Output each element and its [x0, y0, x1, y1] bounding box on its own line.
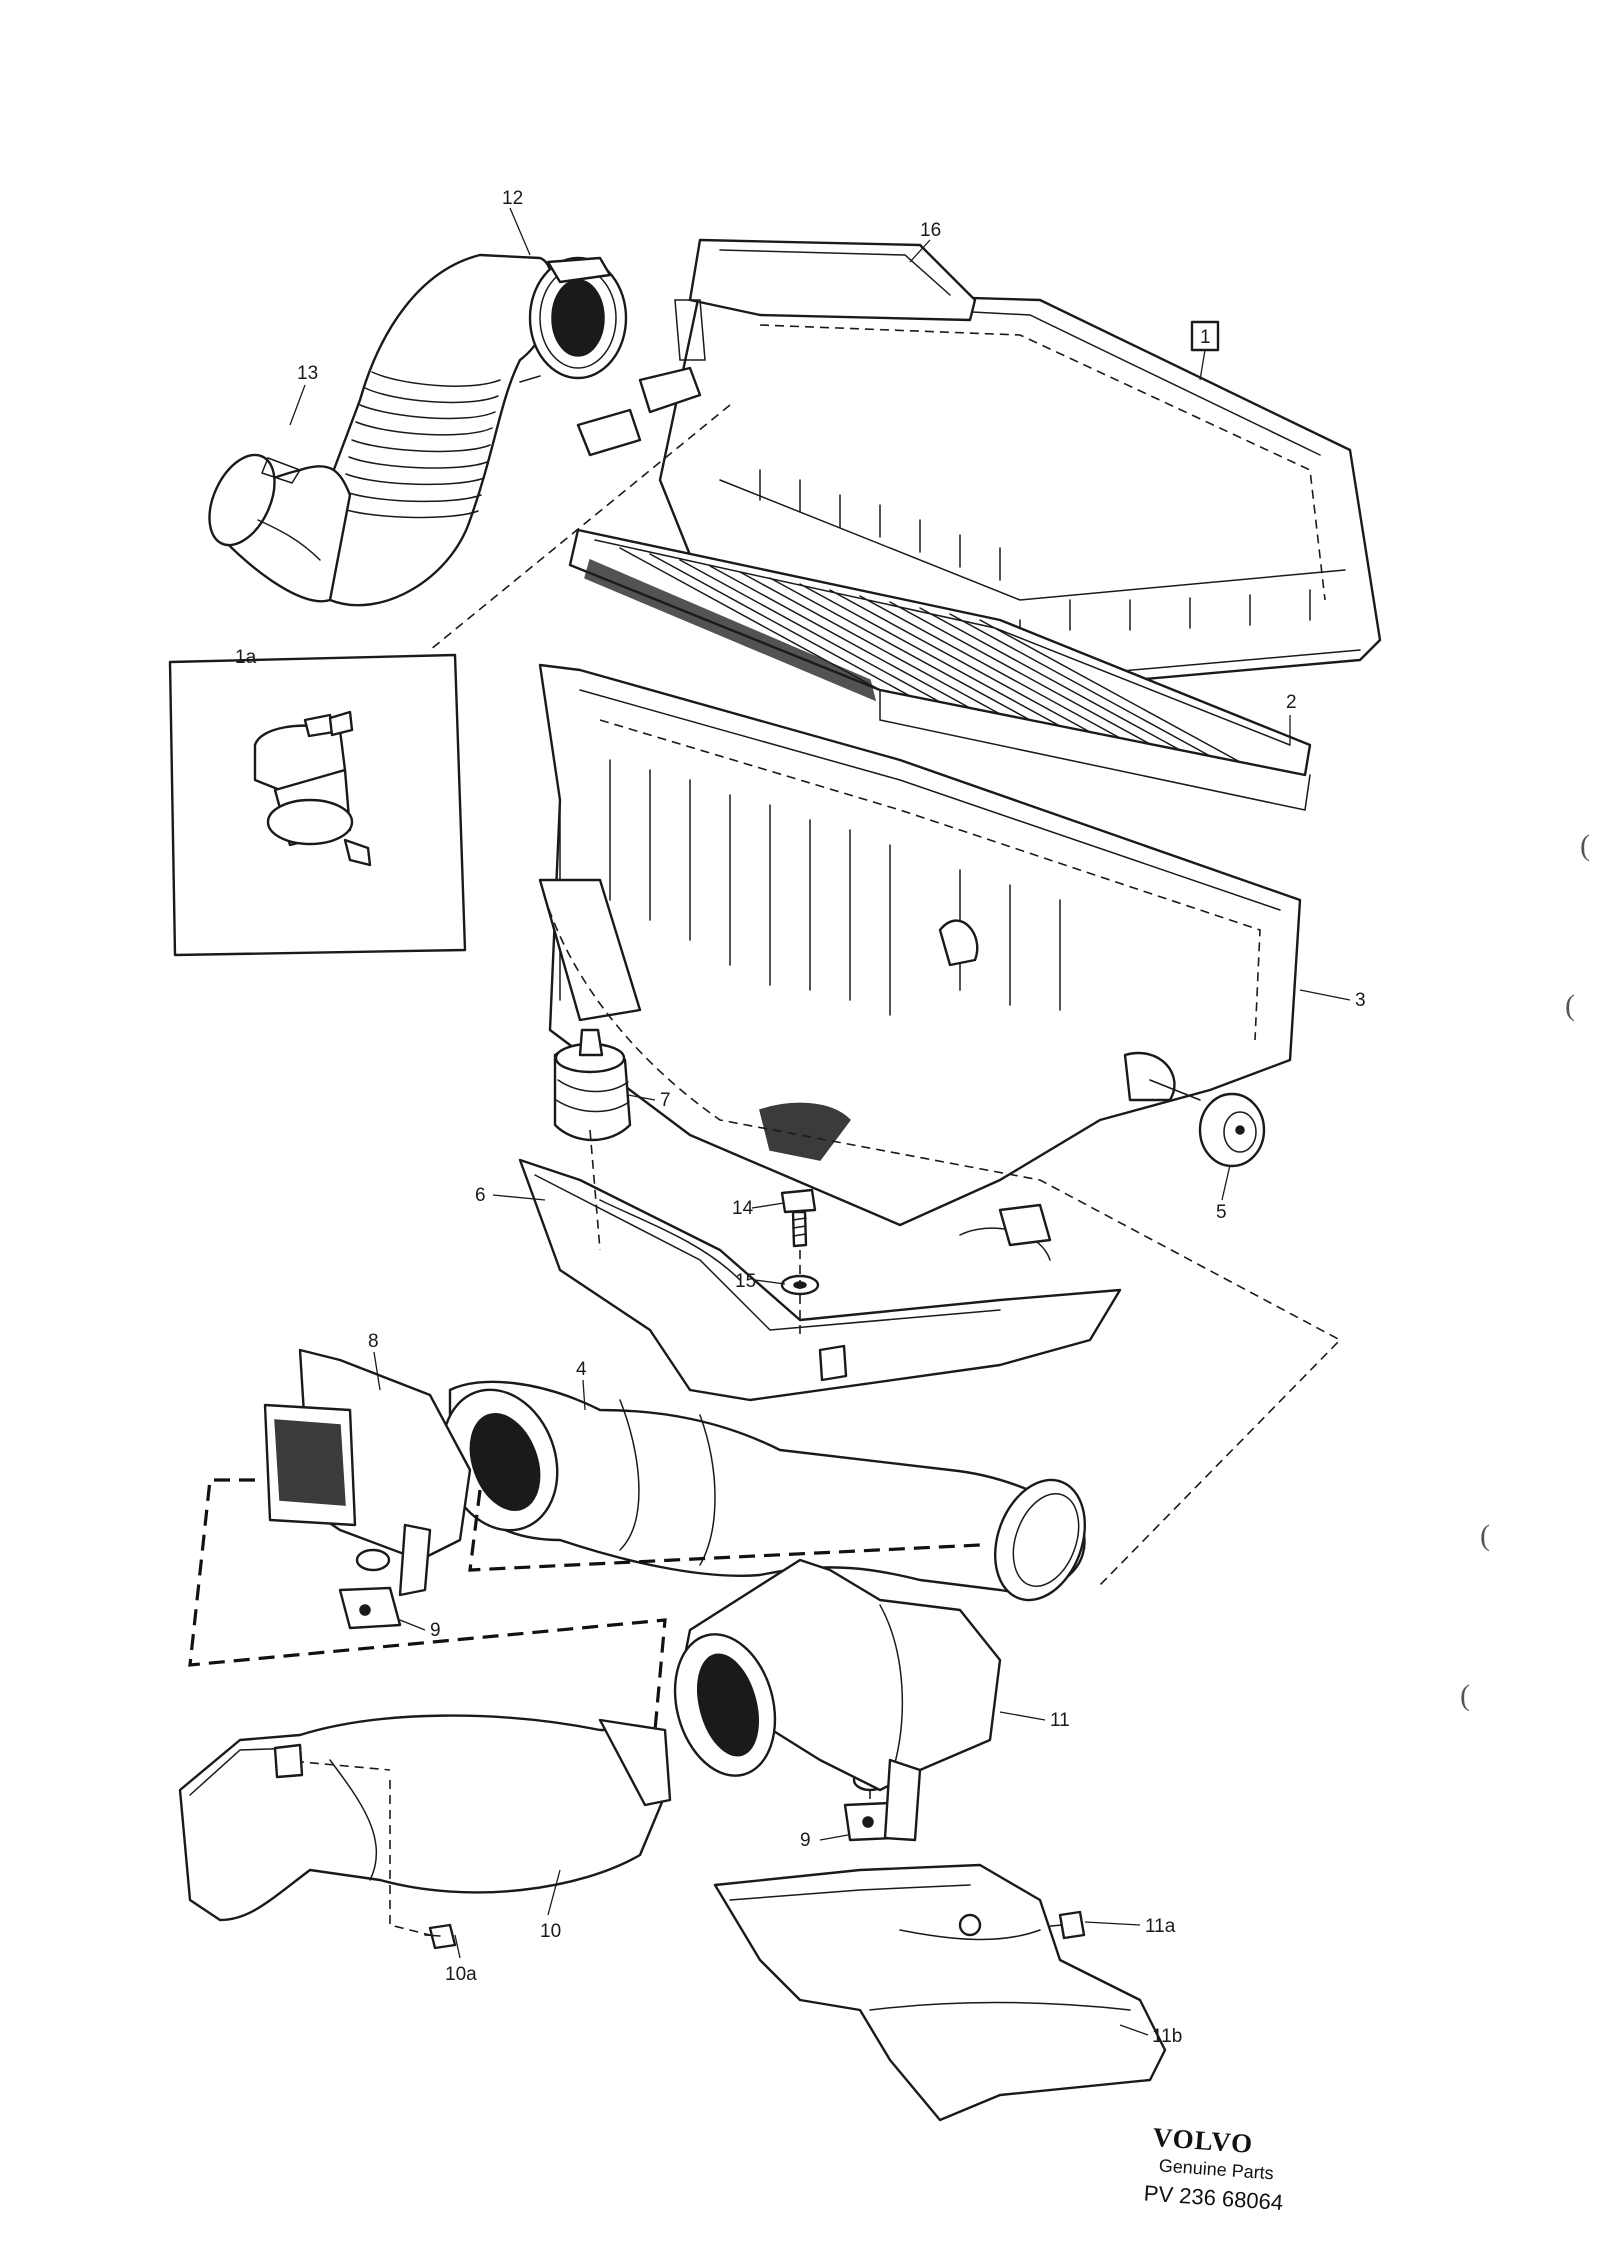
callout-3: 3 — [1355, 990, 1366, 1011]
assembly-line-8-10 — [188, 1478, 667, 1731]
callout-11b: 11b — [1152, 2026, 1182, 2047]
assembly-line-3 — [539, 879, 1342, 1586]
assembly-line-1a — [429, 404, 731, 651]
callout-6: 6 — [475, 1185, 486, 1206]
inset-1a-box — [168, 653, 467, 957]
volvo-branding: VOLVO Genuine Parts PV 236 68064 — [1143, 2122, 1284, 2215]
callout-14: 14 — [732, 1198, 754, 1219]
part-4-intake-duct — [441, 1380, 1087, 1602]
part-2-filter-element — [568, 528, 1312, 811]
callout-9-lower: 9 — [800, 1830, 811, 1851]
callout-4: 4 — [576, 1359, 587, 1380]
margin-mark-2: ( — [1565, 989, 1575, 1022]
part-1a-valve — [253, 710, 372, 867]
assembly-line-7 — [589, 1129, 601, 1251]
part-9-bracket-upper — [338, 1548, 402, 1630]
callout-16: 16 — [920, 220, 941, 241]
part-16-resonator — [674, 238, 977, 361]
margin-mark-3: ( — [1480, 1519, 1490, 1552]
callout-10a: 10a — [445, 1964, 477, 1985]
margin-mark-4: ( — [1460, 1679, 1470, 1712]
part-10-snorkel — [178, 1714, 672, 1922]
assembly-line-4 — [468, 1489, 981, 1572]
callout-10: 10 — [540, 1921, 561, 1942]
callout-12: 12 — [502, 188, 523, 209]
genuine-parts-text: Genuine Parts — [1158, 2155, 1274, 2183]
callout-1a: 1a — [235, 647, 257, 668]
part-11-elbow-adapter — [673, 1558, 1002, 1842]
callout-11: 11 — [1050, 1710, 1070, 1731]
callout-1: 1 — [1200, 327, 1211, 348]
callout-15: 15 — [735, 1271, 756, 1292]
part-code-text: PV 236 68064 — [1143, 2180, 1284, 2215]
part-10a-screw — [424, 1923, 457, 1950]
margin-mark-1: ( — [1580, 829, 1590, 862]
callout-8: 8 — [368, 1331, 379, 1352]
callout-5: 5 — [1216, 1202, 1227, 1223]
part-7-rubber-mount — [553, 1028, 632, 1142]
callout-2: 2 — [1286, 692, 1297, 713]
callout-9-upper: 9 — [430, 1620, 441, 1641]
part-11b-heat-shield — [713, 1863, 1167, 2122]
assembly-line-10a — [389, 1780, 431, 1936]
part-3-lower-housing — [538, 663, 1302, 1227]
part-6-tray — [518, 1158, 1122, 1402]
callout-7: 7 — [660, 1090, 671, 1111]
callout-13: 13 — [297, 363, 318, 384]
part-13-hose-clamp — [208, 453, 352, 603]
part-12-intake-elbow — [306, 253, 628, 607]
callout-11a: 11a — [1145, 1916, 1176, 1937]
part-8-duct-adapter — [263, 1348, 472, 1597]
volvo-logo-text: VOLVO — [1152, 2122, 1254, 2159]
part-14-bolt — [780, 1188, 817, 1248]
part-5-rubber-mount — [1198, 1092, 1266, 1168]
part-1-callout-box — [1190, 320, 1220, 352]
